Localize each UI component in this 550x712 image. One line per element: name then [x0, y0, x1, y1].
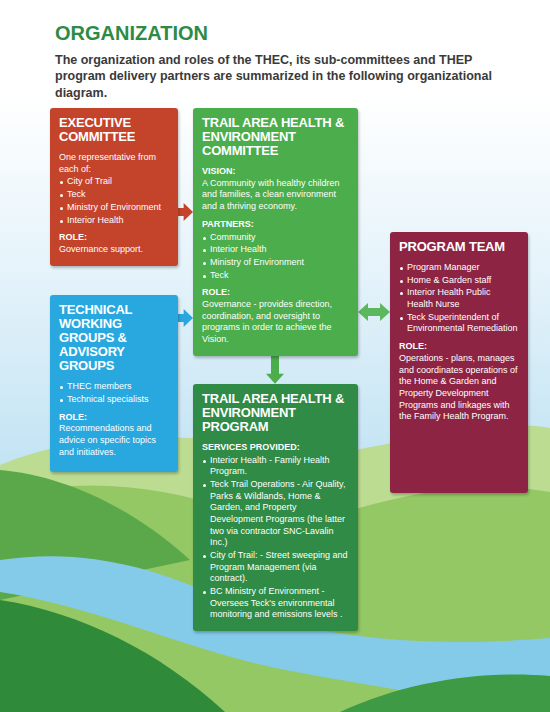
- bullet-item: Community: [202, 232, 349, 244]
- section-label: ROLE:: [59, 412, 169, 424]
- page-title: ORGANIZATION: [55, 22, 208, 45]
- bullet-item: City of Trail: [59, 176, 169, 188]
- section-label: PARTNERS:: [202, 219, 349, 231]
- body-text: Operations - plans, manages and coordina…: [399, 353, 519, 423]
- bullet-item: BC Ministry of Environment - Oversees Te…: [202, 586, 349, 621]
- bullet-item: Teck Superintendent of Environmental Rem…: [399, 312, 519, 335]
- block-arrow: [178, 203, 193, 221]
- bullet-item: Home & Garden staff: [399, 275, 519, 287]
- body-text: A Community with healthy children and fa…: [202, 178, 349, 213]
- body-text: One representative from each of:: [59, 152, 169, 175]
- block-arrow: [178, 309, 193, 327]
- front-hill: [0, 600, 225, 712]
- section-label: SERVICES PROVIDED:: [202, 442, 349, 454]
- bullet-item: THEC members: [59, 381, 169, 393]
- bullet-item: Teck: [59, 189, 169, 201]
- bullet-item: Interior Health Public Health Nurse: [399, 287, 519, 310]
- bullet-item: Interior Health: [202, 244, 349, 256]
- bullet-item: City of Trail: - Street sweeping and Pro…: [202, 550, 349, 585]
- program-box: TRAIL AREA HEALTH & ENVIRONMENT PROGRAM S…: [193, 384, 358, 631]
- block-arrow: [358, 303, 390, 321]
- section-label: ROLE:: [202, 287, 349, 299]
- committee-box: EXECUTIVE COMMITTEE One representative fr…: [50, 108, 178, 266]
- section-label: ROLE:: [59, 232, 169, 244]
- box-heading: EXECUTIVE COMMITTEE: [59, 116, 169, 144]
- block-arrow: [266, 356, 284, 384]
- subtitle: The organization and roles of the THEC, …: [55, 52, 525, 101]
- bullet-item: Teck: [202, 270, 349, 282]
- box-heading: TECHNICAL WORKING GROUPS & ADVISORY GROU…: [59, 303, 169, 373]
- bullet-item: Ministry of Environment: [59, 202, 169, 214]
- body-text: Governance - provides direction, coordin…: [202, 299, 349, 346]
- front-hill: [340, 675, 550, 712]
- bullet-item: Interior Health - Family Health Program.: [202, 455, 349, 478]
- section-label: ROLE:: [399, 341, 519, 353]
- group-box: TECHNICAL WORKING GROUPS & ADVISORY GROU…: [50, 295, 178, 472]
- bullet-item: Interior Health: [59, 215, 169, 227]
- bullet-item: Technical specialists: [59, 394, 169, 406]
- box-heading: PROGRAM TEAM: [399, 240, 519, 254]
- box-heading: TRAIL AREA HEALTH & ENVIRONMENT PROGRAM: [202, 392, 349, 434]
- team-box: PROGRAM TEAM Program ManagerHome & Garden…: [390, 232, 528, 493]
- committee-box: TRAIL AREA HEALTH & ENVIRONMENT COMMITTE…: [193, 108, 358, 356]
- section-label: VISION:: [202, 166, 349, 178]
- body-text: Recommendations and advice on specific t…: [59, 423, 169, 458]
- body-text: Governance support.: [59, 244, 169, 256]
- bullet-item: Program Manager: [399, 262, 519, 274]
- bullet-item: Ministry of Environment: [202, 257, 349, 269]
- box-heading: TRAIL AREA HEALTH & ENVIRONMENT COMMITTE…: [202, 116, 349, 158]
- bullet-item: Teck Trail Operations - Air Quality, Par…: [202, 479, 349, 549]
